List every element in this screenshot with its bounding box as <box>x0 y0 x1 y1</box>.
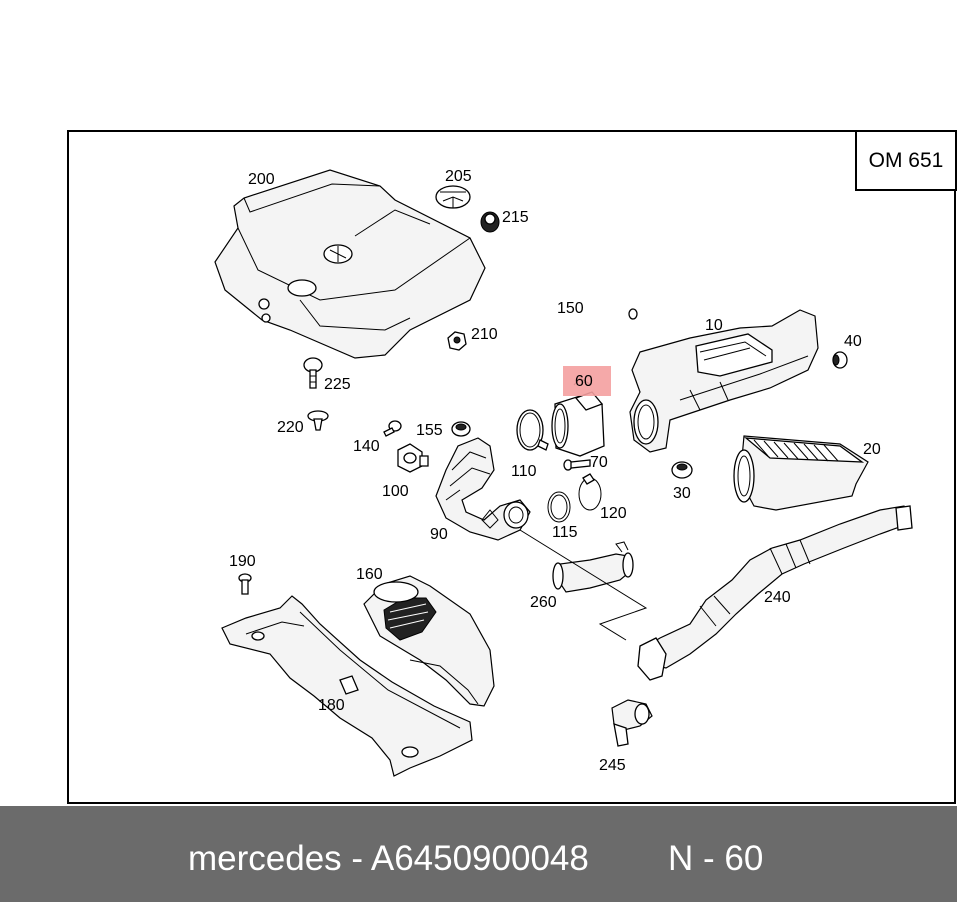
air-mass-sensor-part-60[interactable] <box>551 377 605 457</box>
callout-120[interactable]: 120 <box>600 505 627 522</box>
callout-10[interactable]: 10 <box>705 317 723 334</box>
callout-155[interactable]: 155 <box>416 422 443 439</box>
callout-200[interactable]: 200 <box>248 171 275 188</box>
parts-diagram: 200 205 215 210 150 10 40 60 225 220 155… <box>214 168 913 777</box>
cap-part-40[interactable] <box>832 351 848 369</box>
air-filter-housing-part-10[interactable] <box>629 309 819 453</box>
footer-bar: mercedes - A6450900048 N - 60 <box>0 806 957 902</box>
hose-clamp-part-110[interactable] <box>516 409 549 451</box>
diagram-frame <box>67 130 956 804</box>
callout-90[interactable]: 90 <box>430 526 448 543</box>
callout-40[interactable]: 40 <box>844 333 862 350</box>
callout-260[interactable]: 260 <box>530 594 557 611</box>
callout-245[interactable]: 245 <box>599 757 626 774</box>
sensor-part-100[interactable] <box>397 443 429 473</box>
callout-210[interactable]: 210 <box>471 326 498 343</box>
screw-part-70[interactable] <box>563 459 591 471</box>
vent-line-part-150[interactable] <box>449 308 638 416</box>
hose-clamp-part-120[interactable] <box>578 473 602 511</box>
callout-110[interactable]: 110 <box>511 463 537 480</box>
star-emblem-part-205[interactable] <box>435 185 471 209</box>
charge-air-hose-part-260[interactable] <box>519 529 648 641</box>
seal-part-155[interactable] <box>451 421 471 437</box>
intake-duct-part-240[interactable] <box>637 505 913 681</box>
callout-30[interactable]: 30 <box>673 485 691 502</box>
callout-60[interactable]: 60 <box>575 373 593 390</box>
part-number-text: mercedes - A6450900048 <box>188 839 589 878</box>
resonator-part-160[interactable] <box>363 575 495 707</box>
highlight-part-60 <box>563 366 611 396</box>
callout-215[interactable]: 215 <box>502 209 529 226</box>
callout-100[interactable]: 100 <box>382 483 409 500</box>
diagram-position-text: N - 60 <box>668 839 764 878</box>
callout-70[interactable]: 70 <box>590 454 608 471</box>
engine-cover-part-200[interactable] <box>214 169 486 359</box>
callout-205[interactable]: 205 <box>445 168 472 185</box>
bracket-part-180[interactable] <box>221 595 473 777</box>
callout-150[interactable]: 150 <box>557 300 584 317</box>
callout-240[interactable]: 240 <box>764 589 791 606</box>
callout-20[interactable]: 20 <box>863 441 881 458</box>
bolt-part-140[interactable] <box>383 420 402 437</box>
callout-225[interactable]: 225 <box>324 376 351 393</box>
callout-115[interactable]: 115 <box>552 524 578 541</box>
callout-140[interactable]: 140 <box>353 438 380 455</box>
bolt-part-190[interactable] <box>238 573 252 595</box>
fastener-part-225[interactable] <box>303 357 323 389</box>
clip-part-220[interactable] <box>307 410 329 431</box>
engine-code-label: OM 651 <box>855 130 957 191</box>
callout-160[interactable]: 160 <box>356 566 383 583</box>
callout-180[interactable]: 180 <box>318 697 345 714</box>
callout-190[interactable]: 190 <box>229 553 256 570</box>
connector-part-245[interactable] <box>611 699 653 747</box>
grommet-part-215[interactable] <box>480 211 500 233</box>
intake-pipe-part-90[interactable] <box>435 437 531 541</box>
nut-part-210[interactable] <box>447 331 467 351</box>
hose-clamp-part-115[interactable] <box>547 491 571 523</box>
callout-220[interactable]: 220 <box>277 419 304 436</box>
air-filter-element-part-20[interactable] <box>733 435 869 511</box>
grommet-part-30[interactable] <box>671 461 693 479</box>
